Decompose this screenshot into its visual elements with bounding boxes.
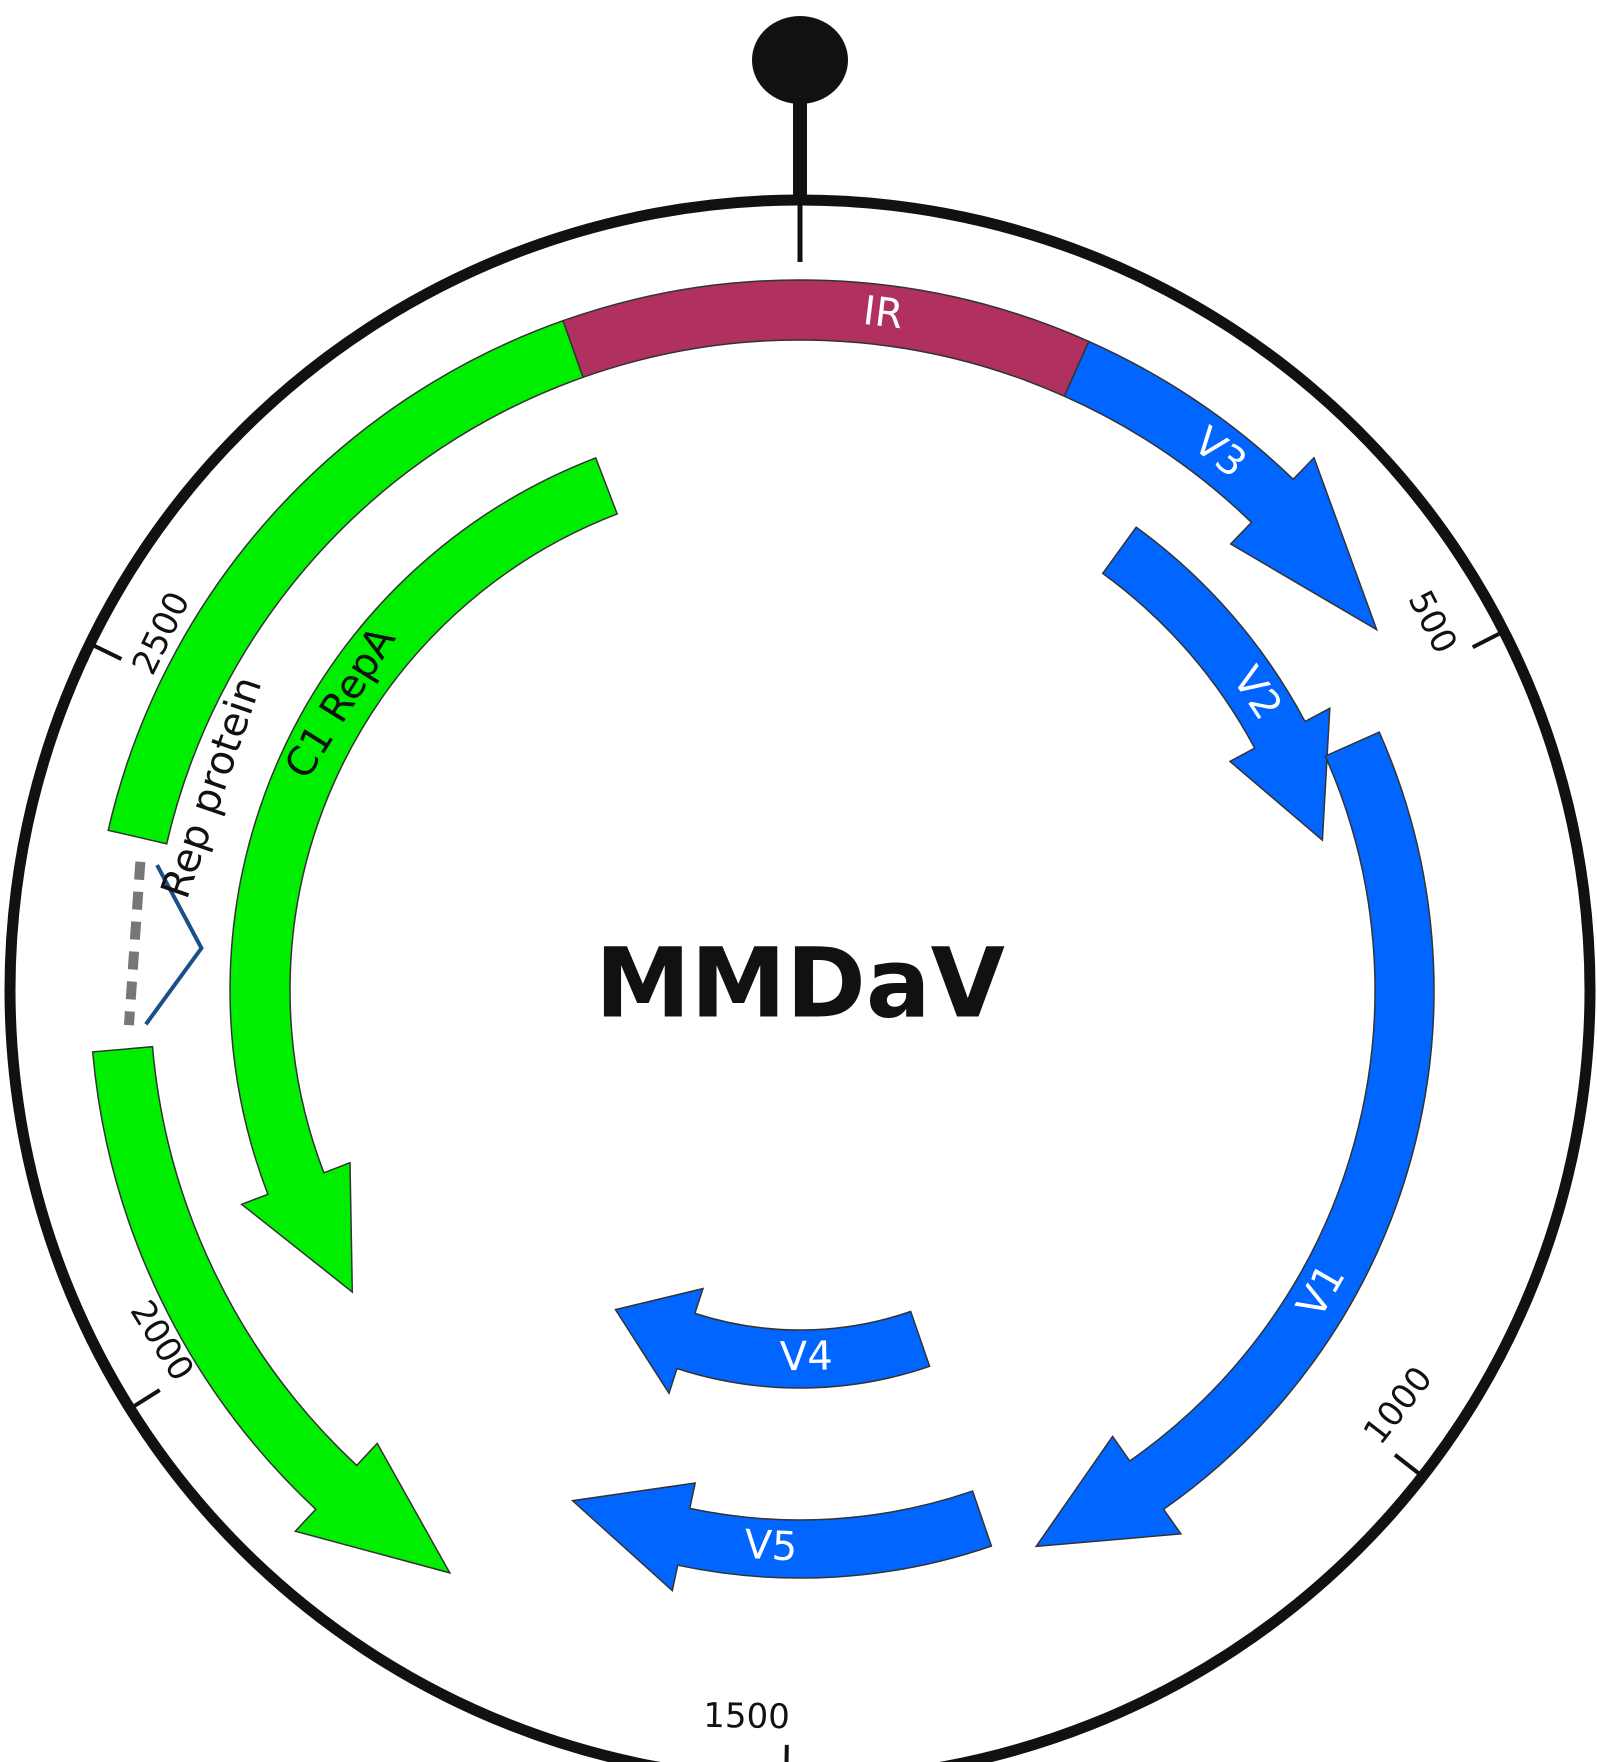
tick-mark-1500 [784,1744,789,1762]
v5-arrow [570,1482,993,1593]
v4-arrow [614,1287,931,1395]
rep-protein-exon-2-arrow [91,1045,452,1575]
intron-dashed-line [123,861,146,1026]
v2-arrow [1101,526,1331,842]
c1-repa-arrow [229,456,619,1294]
stem-loop-icon [752,16,848,262]
tick-mark-2000 [128,1388,161,1411]
v5-label: V5 [743,1522,798,1571]
tick-mark-500 [1471,629,1505,650]
v4-label: V4 [780,1333,834,1380]
tick-label-1500: 1500 [703,1696,790,1738]
ir-label: IR [861,288,906,338]
intron-junction-line [144,864,204,1026]
ir-region [562,279,1090,398]
v1-arrow [1034,731,1435,1548]
tick-mark-1000 [1393,1453,1424,1478]
rep-protein-exon-1 [107,319,584,845]
tick-label-1000: 1000 [1356,1359,1441,1452]
genome-ring [4,194,1596,1762]
diagram-title: MMDaV [595,927,1005,1039]
tick-label-500: 500 [1400,584,1465,660]
tick-mark-2500 [89,641,123,661]
v3-arrow [1063,340,1379,632]
